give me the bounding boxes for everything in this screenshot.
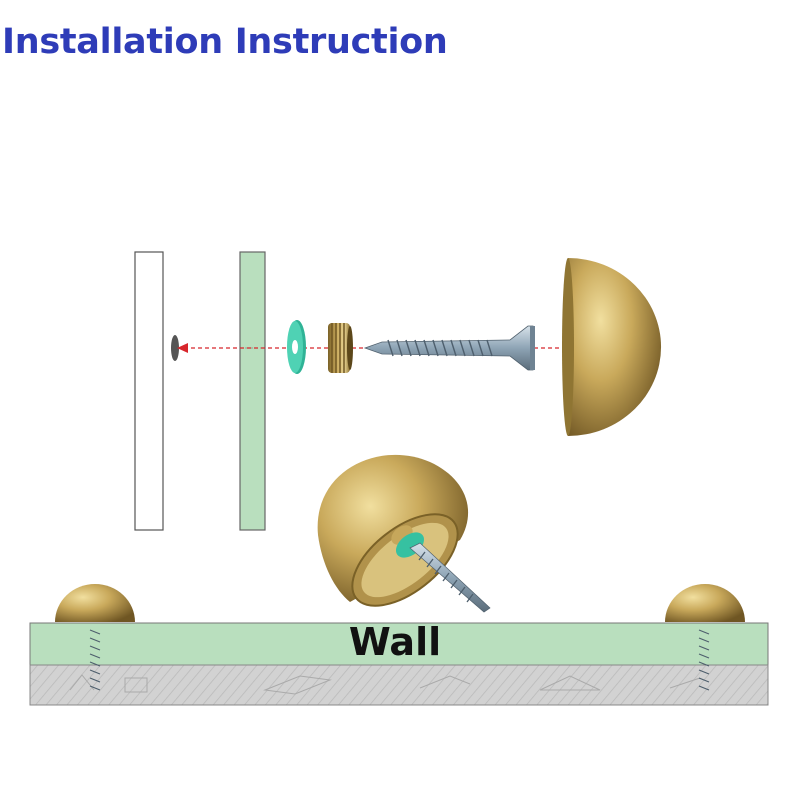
dome-cap: [562, 258, 662, 436]
threaded-insert: [328, 323, 353, 373]
mounted-cap-left: [55, 584, 135, 700]
rubber-washer: [287, 320, 306, 374]
assembled-cap: [317, 454, 491, 613]
screw: [363, 325, 535, 371]
page-title: Installation Instruction: [2, 22, 448, 62]
drill-mark: [171, 335, 179, 361]
mounted-cap-right: [665, 584, 745, 700]
wall-panel: [29, 622, 769, 666]
green-panel: [239, 251, 266, 531]
wall-base: [29, 664, 769, 706]
white-panel: [134, 251, 164, 531]
guide-arrow: [177, 343, 560, 353]
wall-label: Wall: [348, 620, 442, 664]
